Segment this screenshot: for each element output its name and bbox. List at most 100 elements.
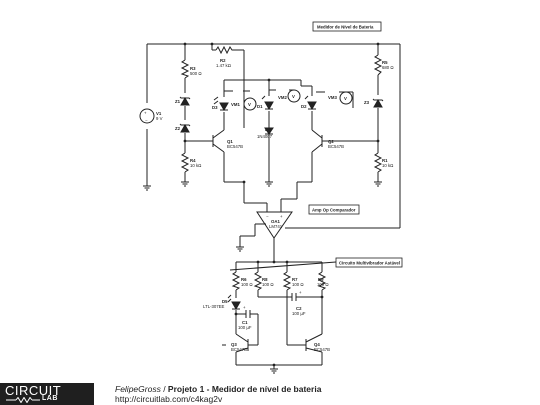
author-link[interactable]: FelipeGross (115, 384, 161, 394)
voltmeter-vm2: V VM2 (278, 89, 301, 103)
diode-d4: D4 1N4007 (257, 127, 274, 139)
r8-ref: R8 (262, 277, 268, 282)
v1-value: 9 V (156, 116, 163, 121)
op-amp-oa1: − + OA1 LM741 (254, 211, 293, 239)
r4-ref: R4 (190, 158, 196, 163)
r7-value: 100 Ω (292, 282, 304, 287)
vm2-ref: VM2 (278, 95, 287, 100)
circuitlab-logo[interactable]: CIRCUIT LAB (0, 383, 94, 405)
junction-dots-lower (234, 260, 324, 367)
c1-ref: C1 (242, 320, 248, 325)
z1-ref: Z1 (175, 99, 181, 104)
resistor-r3: R3 500 Ω (180, 59, 202, 79)
zener-z2: Z2 (175, 123, 191, 133)
zener-z3: Z3 (364, 98, 384, 108)
voltmeter-vm1: V VM1 (231, 97, 257, 111)
resistor-r6: R6 100 Ω (231, 271, 253, 291)
note-op-amp-comparator-text: Amp Op Comparador (312, 208, 356, 213)
title-separator: / (160, 384, 168, 394)
transistor-q1: Q1 BC547B (212, 122, 243, 160)
q2-value: BC547B (328, 144, 344, 149)
resistor-logo-icon (6, 397, 40, 403)
resistor-r5: R5 680 Ω (373, 54, 394, 76)
note-astable-multivibrator-text: Circuito Multivibrador Astável (339, 261, 400, 266)
capacitor-c2: + C2 100 µF (291, 290, 306, 316)
svg-text:+: + (280, 214, 283, 219)
transistor-q4: Q4 BC547B (305, 330, 330, 353)
svg-text:−: − (145, 118, 148, 123)
vm1-ref: VM1 (231, 102, 240, 107)
d5-ref: D5 (222, 299, 228, 304)
voltmeter-vm3: V VM3 (328, 91, 353, 105)
q4-value: BC547B (314, 347, 330, 352)
r3-value: 500 Ω (190, 71, 202, 76)
c1-value: 100 µF (238, 325, 252, 330)
project-title-line: FelipeGross / Projeto 1 - Medidor de nív… (115, 384, 321, 394)
junction-dots-upper (183, 42, 380, 184)
svg-text:V: V (292, 94, 295, 99)
r2-value: 1.47 kΩ (216, 63, 232, 68)
z2-ref: Z2 (175, 126, 181, 131)
z3-ref: Z3 (364, 100, 370, 105)
capacitor-c1: + C1 100 µF (238, 305, 252, 330)
footer (0, 383, 540, 405)
r4-value: 10 kΩ (190, 163, 202, 168)
svg-text:+: + (144, 111, 147, 116)
r9-value: 100 Ω (317, 282, 329, 287)
svg-text:+: + (299, 290, 302, 295)
d1-ref: D1 (257, 104, 263, 109)
d4-value: 1N4007 (257, 134, 273, 139)
oa1-value: LM741 (269, 224, 283, 229)
led-d1: D1 (257, 95, 274, 111)
v1-ref: V1 (156, 111, 162, 116)
resistor-r9: R9 100 Ω (317, 271, 329, 291)
ground-symbols-upper (143, 181, 382, 252)
q2-ref: Q2 (328, 139, 334, 144)
vm3-ref: VM3 (328, 95, 337, 100)
resistor-r7: R7 100 Ω (282, 271, 304, 291)
r1-value: 10 kΩ (382, 163, 394, 168)
r6-ref: R6 (241, 277, 247, 282)
r5-ref: R5 (382, 60, 388, 65)
note-battery-meter: Medidor de Nível de Bateria (312, 21, 382, 32)
d3-ref: D3 (212, 105, 218, 110)
r8-value: 100 Ω (262, 282, 274, 287)
q1-value: BC547B (227, 144, 243, 149)
q3-value: BC547B (231, 347, 247, 352)
resistor-r2: R2 1.47 kΩ (215, 45, 234, 68)
svg-text:+: + (243, 305, 246, 310)
resistor-r4: R4 10 kΩ (180, 152, 202, 173)
svg-text:V: V (248, 102, 251, 107)
q3-ref: Q3 (231, 342, 237, 347)
q4-ref: Q4 (314, 342, 320, 347)
c2-ref: C2 (296, 306, 302, 311)
project-url[interactable]: http://circuitlab.com/c4kag2v (115, 394, 223, 404)
r1-ref: R1 (382, 158, 388, 163)
d5-value: LTL-307EE (203, 304, 225, 309)
led-d3: D3 (212, 96, 229, 112)
note-battery-meter-text: Medidor de Nível de Bateria (317, 25, 374, 30)
resistor-r1: R1 10 kΩ (373, 152, 394, 173)
svg-text:−: − (266, 214, 269, 219)
logo-text-circuit: CIRCUIT (5, 383, 62, 398)
oa1-ref: OA1 (271, 219, 280, 224)
r9-ref: R9 (318, 277, 324, 282)
q1-ref: Q1 (227, 139, 233, 144)
d2-ref: D2 (301, 104, 307, 109)
c2-value: 100 µF (292, 311, 306, 316)
schematic: Medidor de Nível de Bateria Amp Op Compa… (139, 21, 403, 374)
r7-ref: R7 (292, 277, 298, 282)
note-op-amp-comparator: Amp Op Comparador (308, 204, 360, 215)
r3-ref: R3 (190, 66, 196, 71)
wires-lower (235, 250, 323, 369)
transistor-q2: Q2 BC547B (311, 122, 344, 160)
d4-ref: D4 (265, 127, 271, 132)
zener-z1: Z1 (175, 96, 191, 106)
r5-value: 680 Ω (382, 65, 394, 70)
svg-text:V: V (344, 96, 347, 101)
transistor-q3: Q3 BC547B (222, 330, 249, 353)
led-d5: D5 LTL-307EE (203, 294, 241, 311)
led-d2: D2 (301, 95, 317, 111)
r2-ref: R2 (220, 58, 226, 63)
